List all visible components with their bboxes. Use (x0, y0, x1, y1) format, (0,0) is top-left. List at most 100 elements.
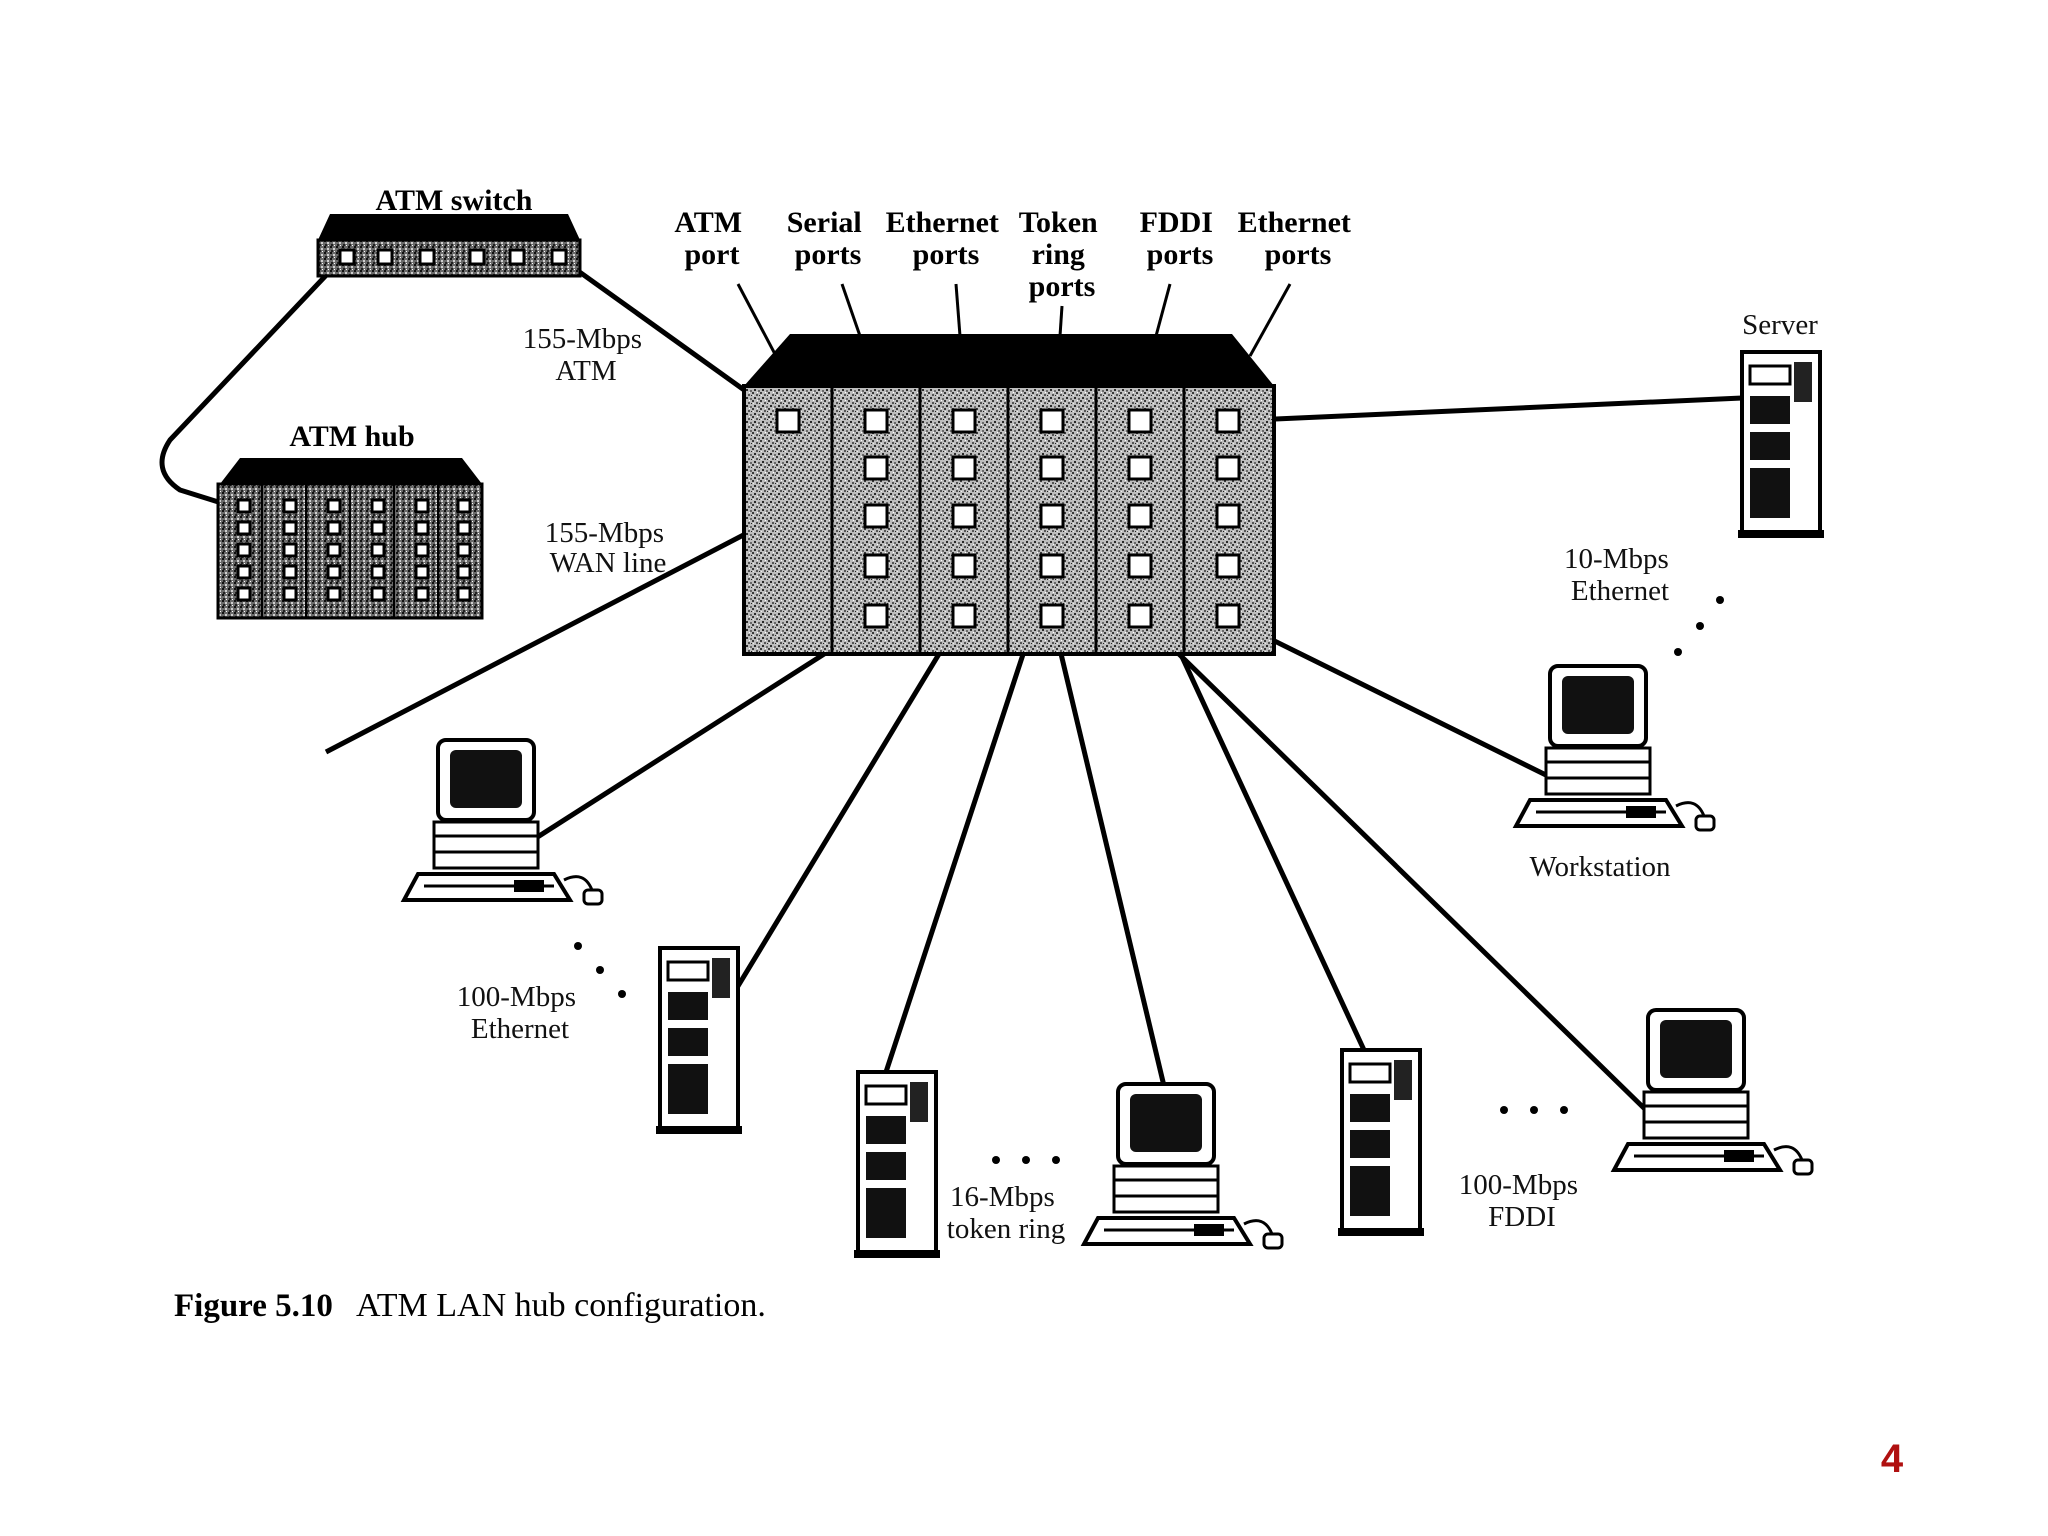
atm-hub-port (236, 586, 252, 602)
label-serial-ports: Serial ports (787, 206, 870, 271)
hub-port (863, 603, 889, 629)
control-panel (1794, 362, 1812, 402)
hub-port (1215, 553, 1241, 579)
atm-hub-port (326, 542, 342, 558)
workstation-10mbps (1512, 664, 1716, 832)
hub-port (1215, 455, 1241, 481)
atm-switch-ports (338, 248, 568, 266)
drive-bay (1348, 1062, 1392, 1084)
drive-bay (864, 1084, 908, 1106)
atm-hub-port (414, 542, 430, 558)
label-workstation: Workstation (1529, 851, 1671, 883)
system-unit (1544, 760, 1652, 780)
mouse (1694, 814, 1716, 832)
label-ethernet-ports: Ethernet ports (886, 206, 1007, 271)
tower-base (854, 1250, 940, 1258)
wire-workstation-10mbps (1226, 615, 1554, 781)
atm-hub-port (326, 498, 342, 514)
atm-hub-port (236, 542, 252, 558)
caption-label: Figure 5.10 (174, 1288, 333, 1324)
hub-port (951, 455, 977, 481)
monitor-screen (450, 750, 522, 808)
atm-hub-port (282, 564, 298, 580)
hub-port (1039, 455, 1065, 481)
atm-hub-port (456, 520, 472, 536)
drive-bay (866, 1116, 906, 1144)
atm-hub-port (456, 498, 472, 514)
drive-bay (1748, 364, 1792, 386)
atm-hub-port (282, 542, 298, 558)
atm-hub-port (370, 564, 386, 580)
hub-port (951, 603, 977, 629)
label-token-ring-ports: Token ring ports (1019, 206, 1105, 303)
atm-hub-port (414, 498, 430, 514)
page-number: 4 (1881, 1437, 1904, 1481)
control-panel (1394, 1060, 1412, 1100)
leader-token-ports (1058, 305, 1064, 337)
caption-text: ATM LAN hub configuration. (356, 1287, 766, 1324)
atm-hub-port (414, 564, 430, 580)
wire-eth100-tower (729, 614, 965, 998)
label-100mbps-fddi: 100-Mbps FDDI (1459, 1169, 1585, 1233)
hub-port (1039, 408, 1065, 434)
label-155-atm: 155-Mbps ATM (523, 323, 649, 387)
wire-switch-to-hub (159, 266, 335, 508)
hub-ports (775, 408, 1241, 629)
atm-switch (316, 214, 582, 278)
hub-port (951, 553, 977, 579)
ellipsis-eth100 (574, 942, 626, 998)
mouse (1262, 1232, 1284, 1250)
hub-port (1127, 455, 1153, 481)
hub-port (1127, 603, 1153, 629)
label-155-wan: 155-Mbps WAN line (545, 517, 671, 579)
hub-port (863, 553, 889, 579)
label-16mbps-token-ring: 16-Mbps token ring (947, 1181, 1065, 1245)
label-ethernet-ports-2: Ethernet ports (1238, 206, 1359, 271)
monitor-screen (1130, 1094, 1202, 1152)
ellipsis-token16 (992, 1156, 1060, 1164)
hub-port (863, 455, 889, 481)
hub-port (863, 408, 889, 434)
hub-port (1127, 503, 1153, 529)
drive-bay (866, 1188, 906, 1238)
atm-hub-port (236, 520, 252, 536)
wire-server (1229, 395, 1743, 424)
label-atm-port: ATM port (674, 206, 749, 271)
fddi-tower (1338, 1048, 1424, 1236)
hub-port (863, 503, 889, 529)
tower-base (1338, 1228, 1424, 1236)
server (1738, 350, 1824, 538)
label-fddi-ports: FDDI ports (1140, 206, 1221, 271)
wire-token-computer (1049, 615, 1167, 1087)
atm-hub-port (326, 520, 342, 536)
figure-caption: Figure 5.10 ATM LAN hub configuration. (174, 1287, 766, 1324)
atm-hub-port (456, 542, 472, 558)
atm-hub-port (236, 564, 252, 580)
leader-atm-port (736, 283, 778, 357)
ellipsis-fddi100 (1500, 1106, 1568, 1114)
leader-ethernet-ports-2 (1248, 283, 1292, 357)
system-unit (1112, 1178, 1220, 1198)
drive-bay (668, 992, 708, 1020)
drive-bay (866, 1152, 906, 1180)
control-panel (910, 1082, 928, 1122)
atm-lan-hub (742, 334, 1276, 656)
ellipsis-eth10 (1674, 596, 1724, 656)
atm-hub-port (456, 564, 472, 580)
token-ring-tower (854, 1070, 940, 1258)
label-atm-switch: ATM switch (376, 184, 533, 217)
drive-bay (666, 960, 710, 982)
drive-bay (1350, 1094, 1390, 1122)
hub-port (951, 503, 977, 529)
hub-port (1127, 553, 1153, 579)
atm-hub-port (282, 586, 298, 602)
label-atm-hub: ATM hub (289, 420, 414, 453)
eth100-computer (400, 738, 604, 906)
leader-serial-ports (840, 283, 862, 337)
atm-hub-port (414, 520, 430, 536)
tower-base (1738, 530, 1824, 538)
token-ring-computer (1080, 1082, 1284, 1250)
atm-hub-port (326, 564, 342, 580)
hub-module-slots (830, 386, 1186, 654)
